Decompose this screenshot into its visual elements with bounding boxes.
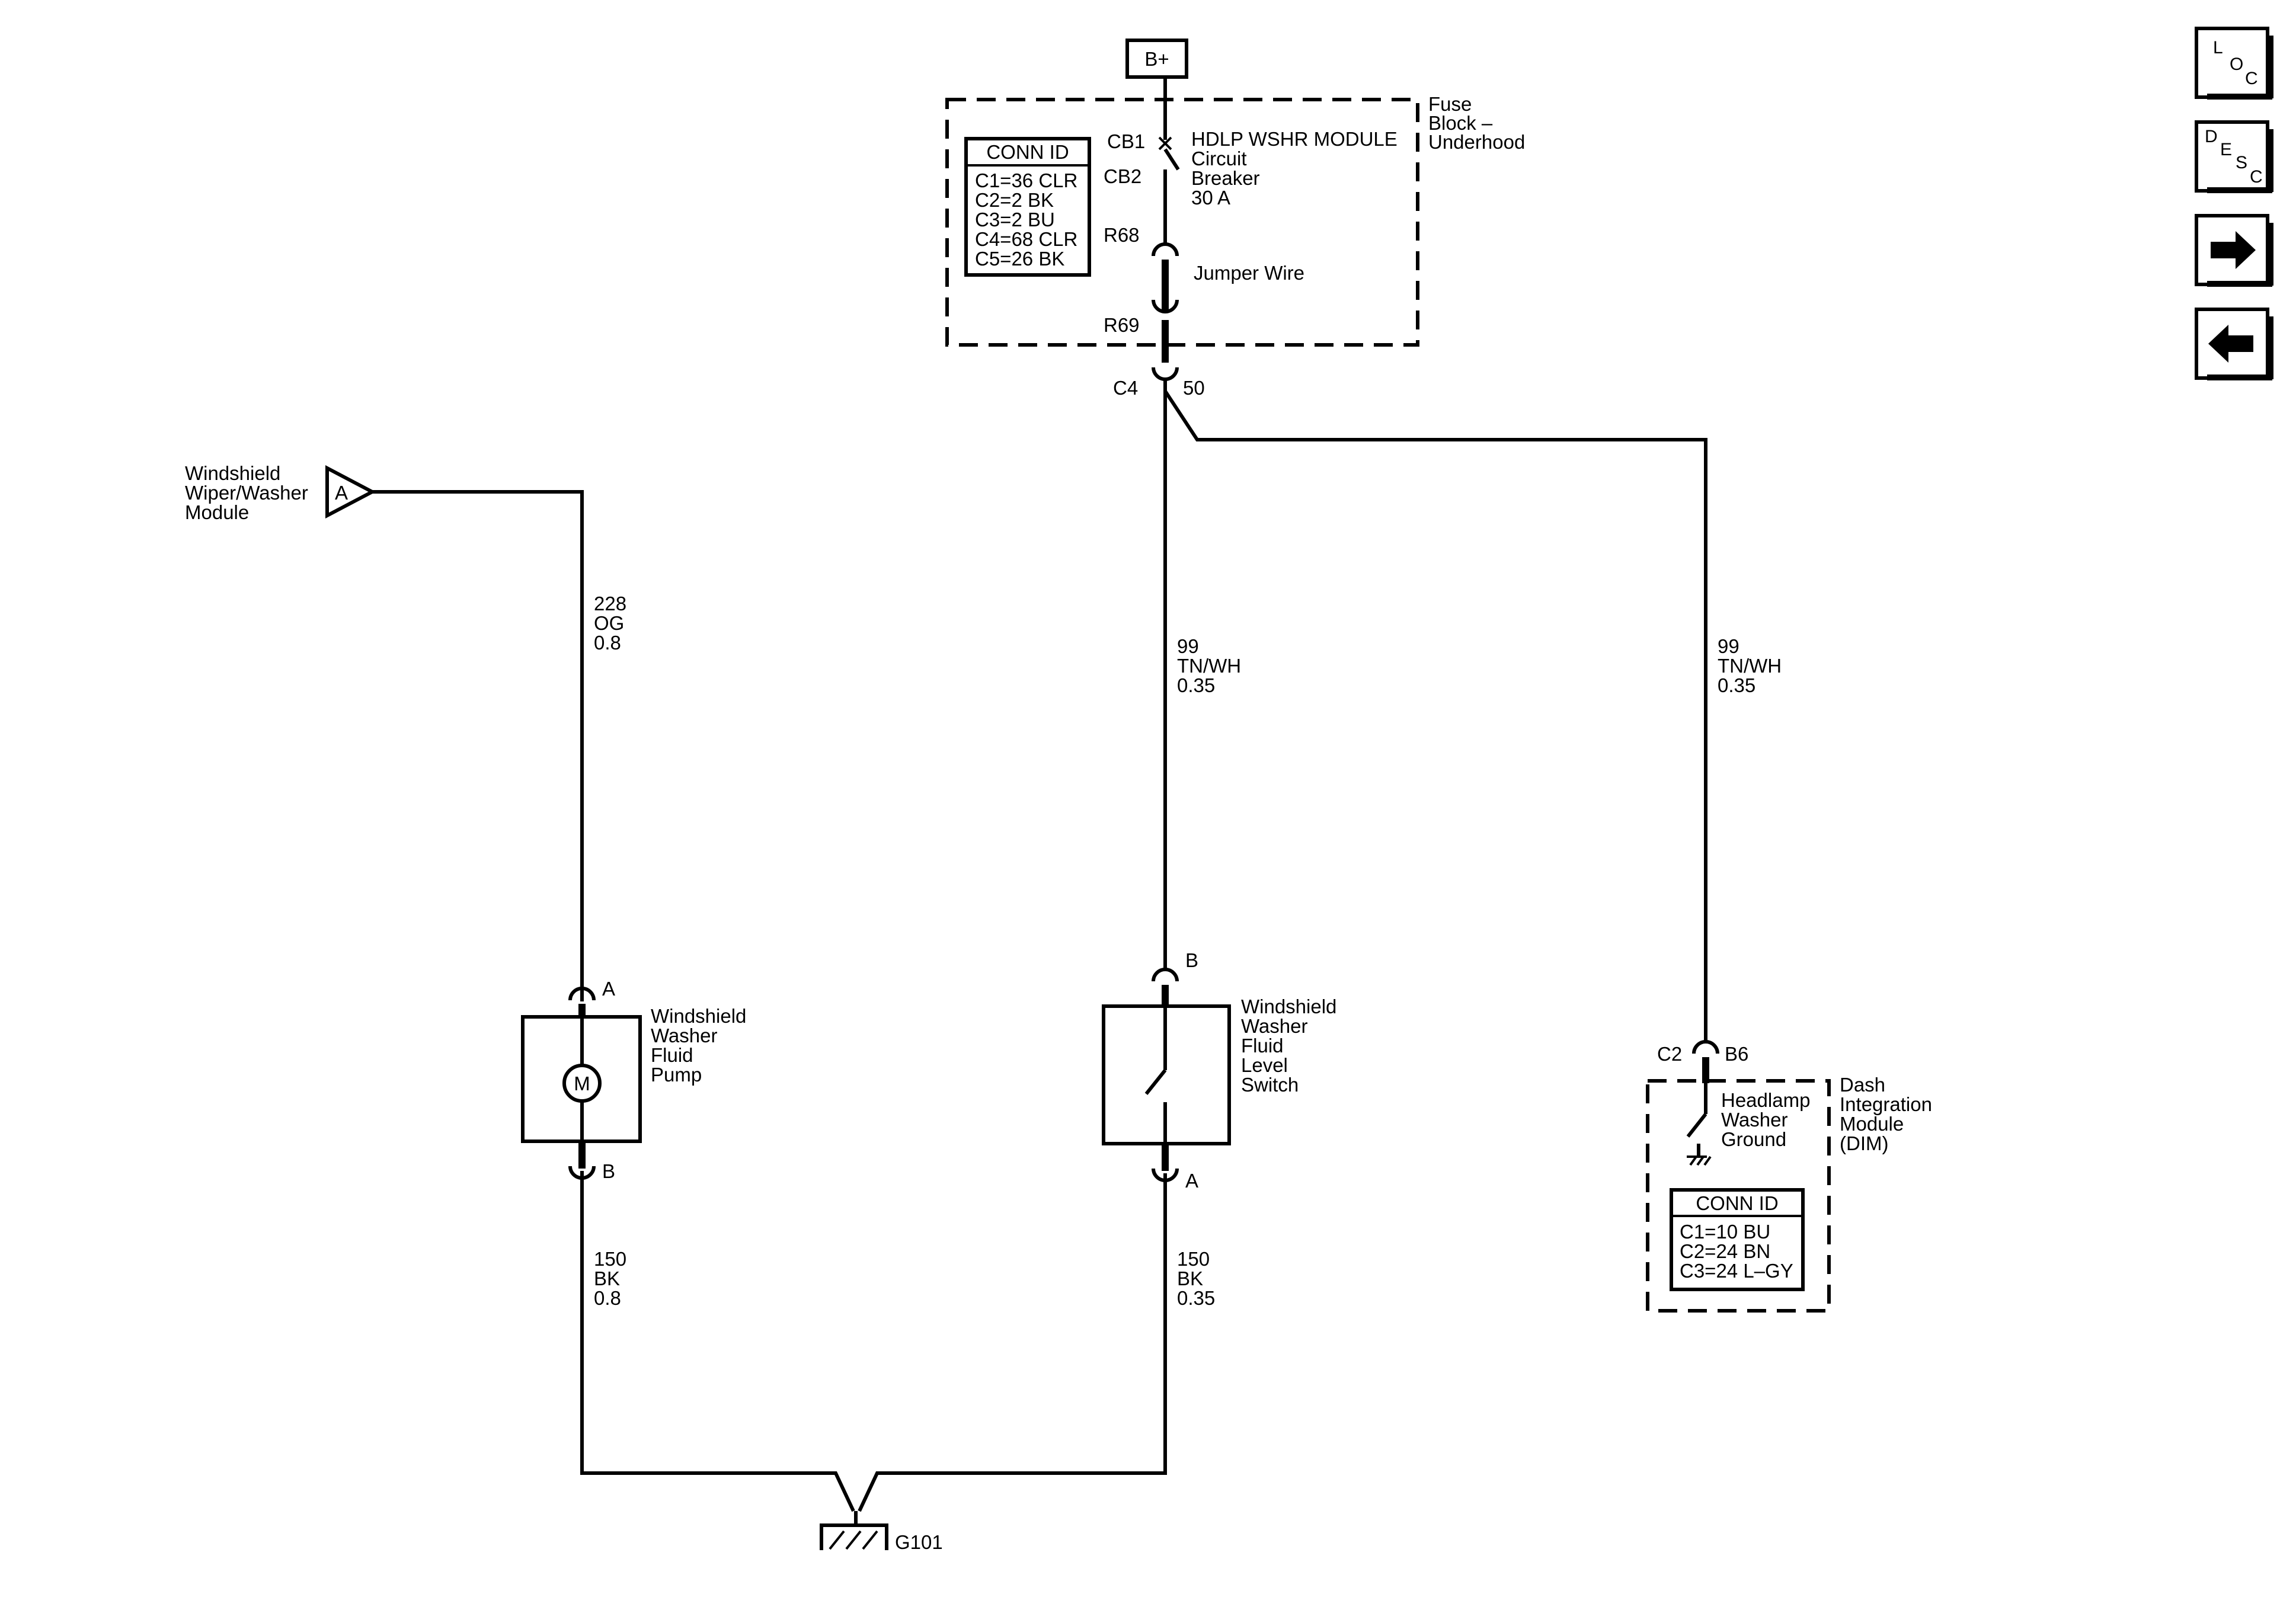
pump-pin-a: A — [602, 978, 615, 1000]
dim-conn-id-title: CONN ID — [1696, 1192, 1778, 1214]
switch-feed-color: TN/WH — [1177, 655, 1241, 677]
desc-letter: D — [2205, 127, 2218, 146]
dim-ground-desc-2: Washer — [1721, 1109, 1787, 1131]
dim-conn-id-row: C1=10 BU — [1680, 1221, 1770, 1243]
dim-name-1: Dash — [1840, 1074, 1885, 1096]
c4-label: C4 — [1113, 377, 1138, 399]
pump-feed-color: OG — [594, 612, 624, 634]
cb1-label: CB1 — [1107, 130, 1145, 152]
wire-dim-feed — [1163, 390, 1707, 1043]
dim-feed-color: TN/WH — [1718, 655, 1782, 677]
fuse-block-name-2: Block – — [1428, 112, 1493, 134]
jumper-wire-label: Jumper Wire — [1194, 262, 1304, 284]
pump-ground-color: BK — [594, 1267, 620, 1289]
wiper-washer-module-reference: Windshield Wiper/Washer Module A — [185, 462, 376, 523]
desc-letter: E — [2220, 140, 2232, 159]
dim-ground-desc-3: Ground — [1721, 1128, 1786, 1150]
location-button[interactable]: L O C — [2195, 27, 2273, 100]
description-button[interactable]: D E S C — [2195, 120, 2273, 193]
wire-pump-ground — [580, 1171, 855, 1512]
dim-pin-label: B6 — [1725, 1043, 1748, 1065]
dim-ground-desc-1: Headlamp — [1721, 1089, 1810, 1111]
dim-conn-id-row: C3=24 L–GY — [1680, 1260, 1793, 1282]
dim-conn-id-table: CONN ID C1=10 BU C2=24 BN C3=24 L–GY — [1670, 1188, 1805, 1291]
breaker-desc-2: Breaker — [1191, 167, 1260, 189]
loc-letter: L — [2213, 38, 2223, 57]
dim-feed-size: 0.35 — [1718, 674, 1755, 696]
circuit-breaker-symbol — [1158, 136, 1180, 244]
switch-name-4: Level — [1241, 1054, 1288, 1076]
conn-id-row: C5=26 BK — [975, 248, 1064, 270]
switch-name-2: Washer — [1241, 1015, 1307, 1037]
pump-name-2: Washer — [651, 1025, 717, 1046]
dim-conn-label: C2 — [1657, 1043, 1682, 1065]
power-label: B+ — [1144, 48, 1169, 70]
fuse-block-name-3: Underhood — [1428, 131, 1525, 153]
switch-ground-color: BK — [1177, 1267, 1203, 1289]
conn-id-row: C3=2 BU — [975, 209, 1055, 231]
pin-50-label: 50 — [1183, 377, 1205, 399]
cb2-label: CB2 — [1104, 165, 1141, 187]
breaker-desc-3: 30 A — [1191, 187, 1230, 209]
wiper-module-name-2: Wiper/Washer — [185, 482, 308, 504]
r68-label: R68 — [1104, 224, 1140, 246]
switch-feed-circuit: 99 — [1177, 635, 1199, 657]
pump-ground-size: 0.8 — [594, 1287, 621, 1309]
ground-g101: G101 — [820, 1511, 943, 1553]
conn-id-row: C1=36 CLR — [975, 169, 1077, 191]
switch-feed-size: 0.35 — [1177, 674, 1215, 696]
wire-switch-ground — [858, 1173, 1167, 1512]
wire-pump-feed — [372, 490, 584, 1001]
switch-ground-circuit: 150 — [1177, 1248, 1210, 1270]
switch-name-5: Switch — [1241, 1074, 1299, 1096]
washer-fluid-level-switch: B A Windshield Washer Fluid Level Switch — [1102, 949, 1336, 1192]
fuse-block-underhood: Fuse Block – Underhood CONN ID C1=36 CLR… — [945, 77, 1525, 347]
pump-name-3: Fluid — [651, 1044, 693, 1066]
wiper-module-ref: A — [335, 482, 348, 504]
conn-id-row: C4=68 CLR — [975, 228, 1077, 250]
pump-name-4: Pump — [651, 1064, 702, 1086]
wiper-module-name-1: Windshield — [185, 462, 280, 484]
dash-integration-module: C2 B6 Dash Integration Module (DIM) Head… — [1646, 1040, 1932, 1313]
desc-letter: C — [2250, 167, 2263, 187]
switch-name-1: Windshield — [1241, 996, 1336, 1017]
pump-ground-circuit: 150 — [594, 1248, 626, 1270]
wiper-module-name-3: Module — [185, 501, 249, 523]
dim-name-4: (DIM) — [1840, 1132, 1888, 1154]
loc-letter: C — [2245, 69, 2258, 88]
fuse-block-output-connector: C4 50 — [1113, 345, 1205, 399]
fuse-block-conn-id-table: CONN ID C1=36 CLR C2=2 BK C3=2 BU C4=68 … — [964, 137, 1091, 277]
motor-symbol: M — [574, 1073, 590, 1094]
previous-page-button[interactable] — [2195, 308, 2273, 380]
conn-id-row: C2=2 BK — [975, 189, 1054, 211]
switch-ground-size: 0.35 — [1177, 1287, 1215, 1309]
breaker-label: HDLP WSHR MODULE — [1191, 128, 1398, 150]
pump-pin-b: B — [602, 1160, 615, 1182]
pump-name-1: Windshield — [651, 1005, 746, 1027]
ground-label: G101 — [895, 1531, 943, 1553]
loc-letter: O — [2230, 55, 2243, 74]
pump-feed-circuit: 228 — [594, 593, 626, 614]
arrow-right-icon — [2211, 231, 2256, 269]
breaker-desc-1: Circuit — [1191, 148, 1247, 169]
pump-feed-size: 0.8 — [594, 632, 621, 654]
jumper-wire-symbol — [1152, 242, 1179, 345]
r69-label: R69 — [1104, 314, 1140, 336]
arrow-left-icon — [2208, 325, 2253, 363]
dim-name-3: Module — [1840, 1113, 1904, 1135]
switch-pin-a: A — [1185, 1170, 1198, 1192]
switch-pin-b: B — [1185, 949, 1198, 971]
switch-name-3: Fluid — [1241, 1035, 1284, 1057]
conn-id-title: CONN ID — [986, 141, 1069, 163]
next-page-button[interactable] — [2195, 214, 2273, 287]
dim-name-2: Integration — [1840, 1093, 1932, 1115]
battery-positive-source: B+ — [1125, 39, 1188, 79]
dim-feed-circuit: 99 — [1718, 635, 1739, 657]
fuse-block-name-1: Fuse — [1428, 93, 1472, 115]
dim-conn-id-row: C2=24 BN — [1680, 1240, 1770, 1262]
desc-letter: S — [2236, 153, 2247, 172]
washer-fluid-pump: A M B Windshield Washer Fluid Pump — [521, 978, 746, 1182]
